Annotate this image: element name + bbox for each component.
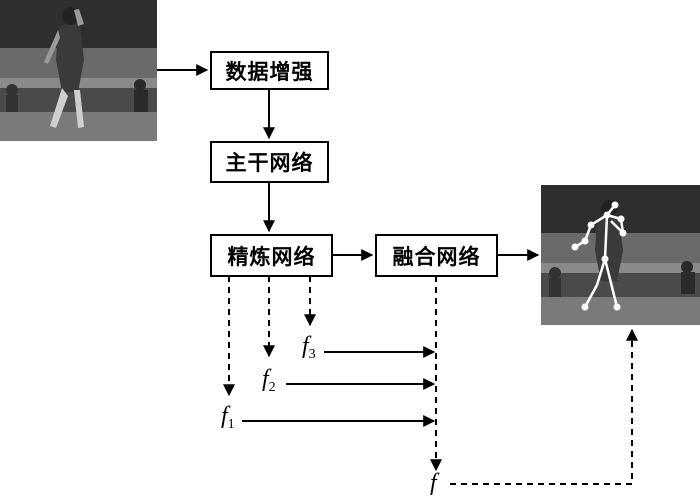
- output-photo-drawing: [541, 185, 700, 325]
- node-fusion-network: 融合网络: [375, 234, 498, 277]
- input-photo-drawing: [0, 0, 157, 141]
- input-image: [0, 0, 157, 141]
- dashed-arrow-f-to-output: [450, 328, 638, 485]
- label-f3: f3: [302, 333, 316, 362]
- node-refine-network: 精炼网络: [210, 234, 333, 277]
- node-backbone-network: 主干网络: [210, 141, 329, 183]
- label-f1: f1: [221, 403, 235, 432]
- output-image: [541, 185, 700, 325]
- label-f2: f2: [262, 366, 276, 395]
- label-f: f: [430, 470, 437, 496]
- node-data-augmentation: 数据增强: [210, 51, 329, 90]
